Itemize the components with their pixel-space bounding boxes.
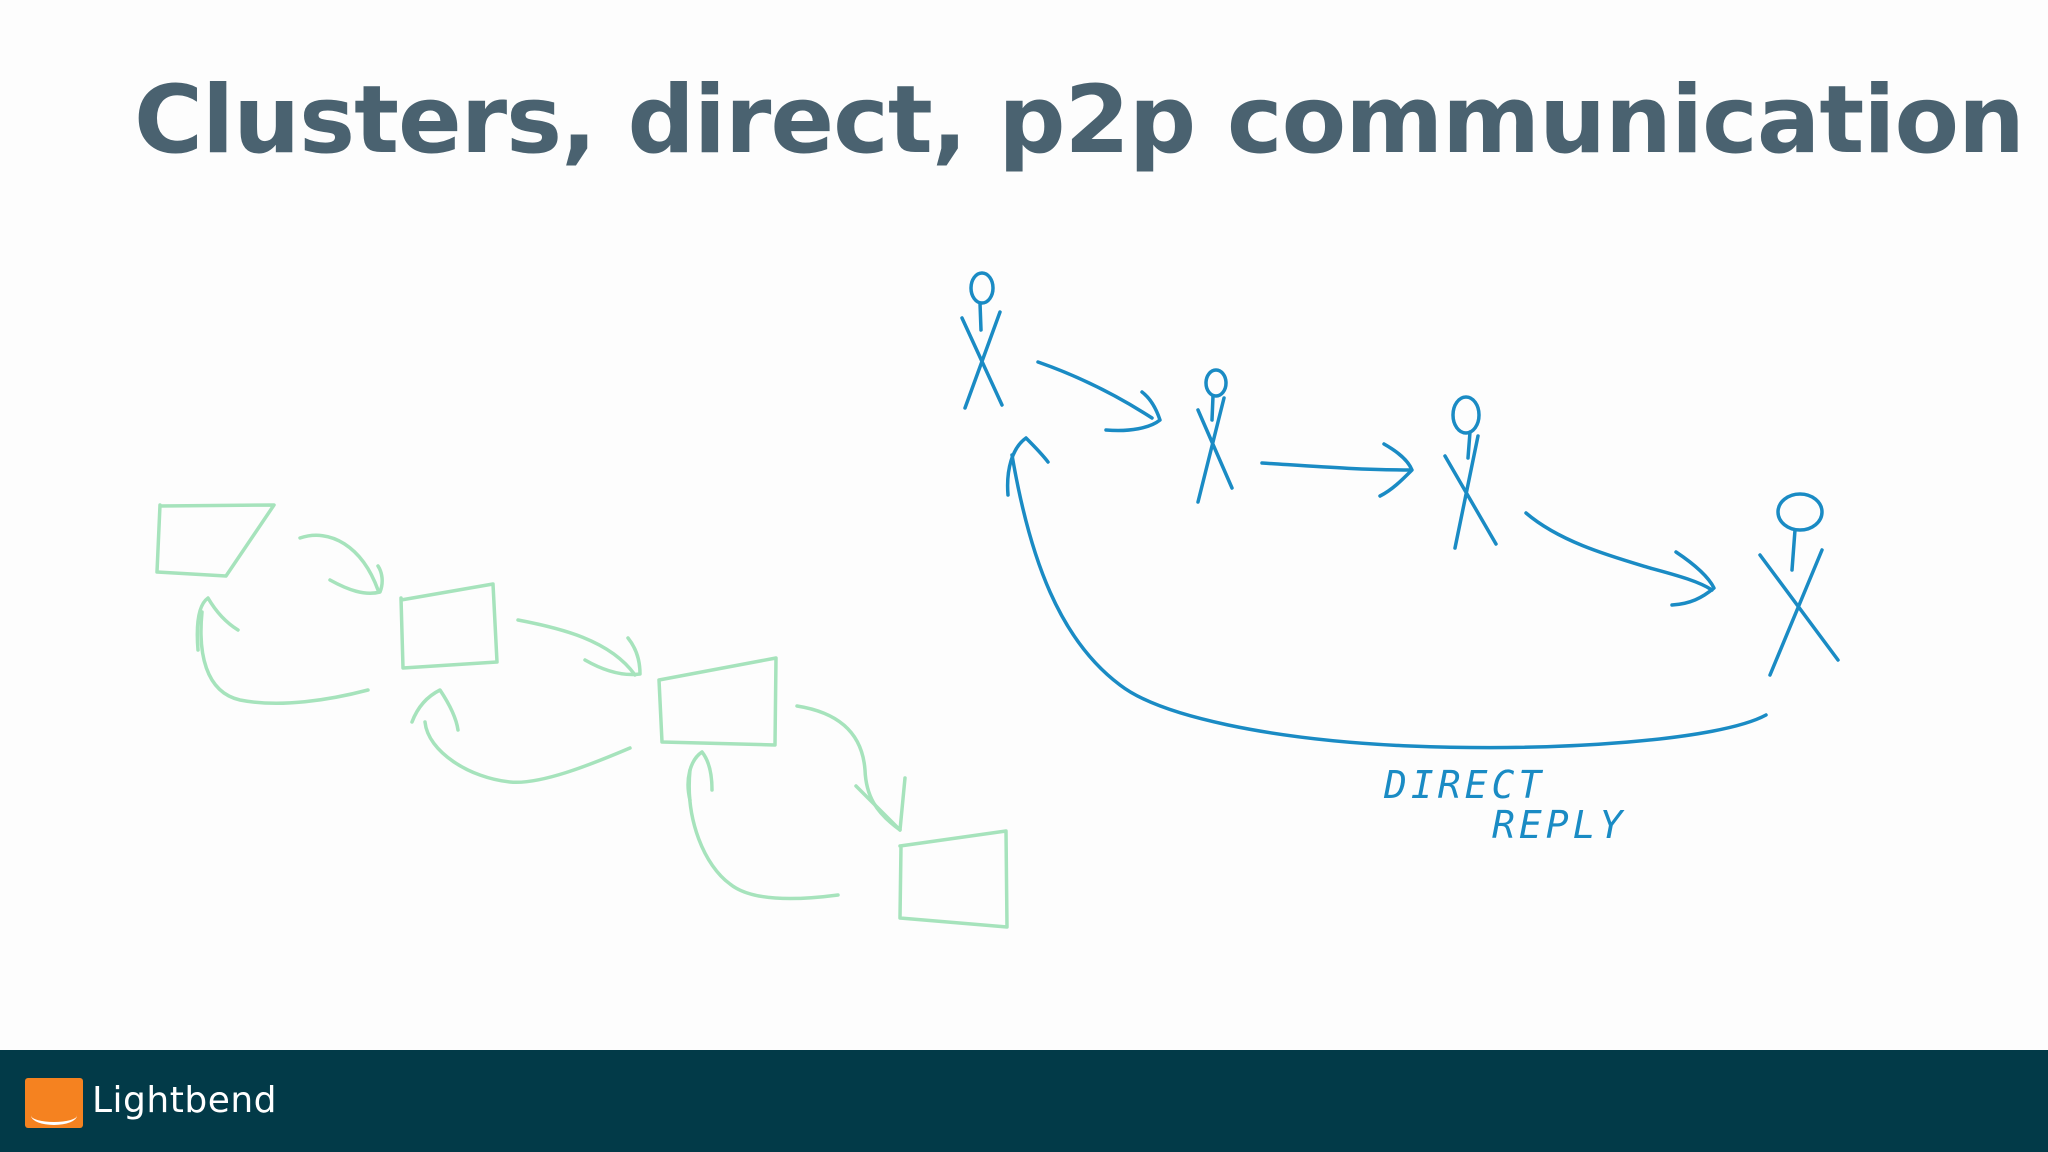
arrow-actor-2-to-3 <box>1260 461 1412 472</box>
box-node-4 <box>898 829 1009 929</box>
direct-reply-label-line2: REPLY <box>1492 803 1626 847</box>
arrow-forward-1 <box>298 533 380 592</box>
stick-figure-1 <box>960 271 1004 410</box>
arrow-return-1 <box>199 610 370 705</box>
arrow-forward-1-head <box>328 564 384 595</box>
box-node-2 <box>399 582 499 670</box>
lightbend-logo-icon <box>25 1078 83 1128</box>
arrow-return-1-head <box>195 596 240 652</box>
arrow-return-2-head <box>410 688 460 732</box>
slide-title: Clusters, direct, p2p communication <box>134 66 2025 175</box>
arrow-actor-1-to-2-head <box>1104 390 1162 433</box>
brand-name: Lightbend <box>92 1080 278 1121</box>
direct-reply-label-line1: DIRECT <box>1383 763 1545 807</box>
arrow-forward-2-head <box>583 636 642 677</box>
diagram-canvas: DIRECT REPLY <box>155 271 1840 929</box>
arrow-direct-reply-head <box>1005 436 1050 497</box>
arrow-forward-3 <box>795 704 902 832</box>
arrow-actor-2-to-3-head <box>1378 442 1414 498</box>
footer-bar: Lightbend <box>0 1050 2048 1152</box>
arrow-forward-2 <box>516 618 637 677</box>
stick-figure-4 <box>1758 492 1840 677</box>
box-node-1 <box>155 503 276 578</box>
right-actor-chain: DIRECT REPLY <box>960 271 1840 847</box>
arrow-forward-3-head <box>854 776 907 832</box>
arrow-direct-reply <box>1010 453 1768 750</box>
arrow-return-3 <box>687 768 840 901</box>
arrow-actor-3-to-4 <box>1524 511 1714 592</box>
arrow-actor-3-to-4-head <box>1670 550 1716 607</box>
stick-figure-2 <box>1196 368 1234 504</box>
left-box-chain <box>155 503 1009 929</box>
arrow-return-3-head <box>686 750 714 802</box>
box-node-3 <box>657 656 778 747</box>
stick-figure-3 <box>1443 395 1498 550</box>
arrow-return-2 <box>423 720 632 785</box>
arrow-actor-1-to-2 <box>1036 360 1154 420</box>
